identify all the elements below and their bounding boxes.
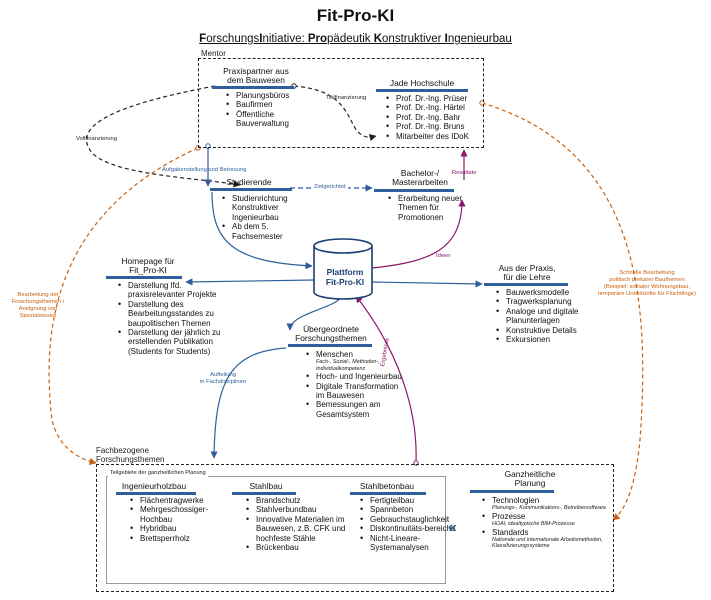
list-item: Studienrichtung Konstruktiver Ingenieurb… [222,194,312,222]
list-item: Konstruktive Details [496,326,598,336]
bachelor-heading: Bachelor-/Masterarbeiten [392,168,448,188]
ingenieurholzbau-heading: Ingenieurholzbau [121,481,187,491]
page-subtitle: ForschungsInitiative: Propädeutik Konstr… [199,33,512,45]
list-item: Prof. Dr.-Ing. Härtel [386,103,492,113]
list-item: Darstellung der jährlich zu erstellenden… [118,328,222,356]
praxis-lehre-list: Bauwerksmodelle Tragwerksplanung Analoge… [494,288,598,345]
jade-list: Prof. Dr.-Ing. Prüser Prof. Dr.-Ing. Här… [384,94,492,141]
list-item: Brandschutz [246,496,350,506]
chevron-left-icon: « [448,519,457,536]
list-item: Diskontinuitäts-bereiche [360,524,456,534]
stahlbau-bar [232,492,296,495]
praxis-lehre-bar [484,283,568,286]
uebergeordnet-bar [288,344,372,347]
list-item: Ab dem 5. Fachsemester [222,222,312,241]
zielgerichtet-label: Zielgerichtet [312,184,348,191]
bachelor-list: Erarbeitung neuer Themen für Promotionen [386,194,470,222]
list-item: Tragwerksplanung [496,297,598,307]
bachelor-bar [374,189,454,192]
studierende-platform-arrow [211,191,313,270]
jade-heading: Jade Hochschule [389,78,455,88]
list-item: Darstellung lfd. praxisrelevanter Projek… [118,281,222,300]
list-item: Mehrgeschossiger-Hochbau [130,505,224,524]
list-item: Stahlverbundbau [246,505,350,515]
platform-cylinder [313,238,373,300]
vollfinanzierung-label: Vollfinanzierung [76,136,117,142]
list-item: Digitale Transformation im Bauwesen [306,382,406,401]
list-item: Innovative Materialien im Bauwesen, z.B.… [246,515,350,543]
ingenieurholzbau-list: Flächentragwerke Mehrgeschossiger-Hochba… [128,496,224,543]
ganzheitlich-bar [470,490,554,493]
bearbeitung-links-arrow [48,147,199,465]
list-item: Mitarbeiter des IDoK [386,132,492,142]
homepage-list: Darstellung lfd. praxisrelevanter Projek… [116,281,222,356]
praxis-lehre-heading: Aus der Praxis,für die Lehre [498,263,556,283]
list-item: Hoch- und Ingenieurbau [306,372,406,382]
list-item: Bemessungen am Gesamtsystem [306,400,406,419]
list-item: Darstellung des Bearbeitungsstandes zu b… [118,300,222,328]
list-item: Prof. Dr.-Ing. Bahr [386,113,492,123]
page-title: Fit-Pro-KI [316,6,395,25]
praxispartner-list: Planungsbüros Baufirmen Öffentliche Bauv… [224,91,312,129]
list-item: Flächentragwerke [130,496,224,506]
studierende-bar [210,188,292,191]
bearbeitung-rechts-arrow [481,102,644,521]
list-item: Öffentliche Bauverwaltung [226,110,312,129]
list-item: Spannbeton [360,505,456,515]
list-item: Prof. Dr.-Ing. Bruns [386,122,492,132]
stahlbau-list: Brandschutz Stahlverbundbau Innovative M… [244,496,350,553]
list-item: Fertigteilbau [360,496,456,506]
list-item: Hybridbau [130,524,224,534]
teilfinanzierung-label: Teilfinanzierung [326,95,367,101]
list-item: Baufirmen [226,100,312,110]
teilfinanzierung-arrow [293,85,377,142]
stahlbetonbau-list: Fertigteilbau Spannbeton Gebrauchstaugli… [358,496,456,552]
praxispartner-bar [212,86,294,89]
list-item: Brettsperrholz [130,534,224,544]
teilgebiete-label: Teilgebiete der ganzheitlichen Planung [108,470,208,477]
list-item: Bauwerksmodelle [496,288,598,298]
list-item: Erarbeitung neuer Themen für Promotionen [388,194,470,222]
jade-bar [376,89,468,92]
vollfinanzierung-arrow [86,85,241,188]
list-item: Brückenbau [246,543,350,553]
studierende-heading: Studierende [226,177,272,187]
list-item: Exkursionen [496,335,598,345]
list-item: Gebrauchstauglichkeit [360,515,456,525]
ingenieurholzbau-bar [116,492,196,495]
list-item: Planungsbüros [226,91,312,101]
aufgabenstellung-label: Aufgabenstellung und Betreuung [162,167,247,173]
platform-praxis-arrow [369,280,483,288]
resultate-label: Resultate [452,170,477,176]
aufteilung-arrow [210,347,287,459]
list-item: Prof. Dr.-Ing. Prüser [386,94,492,104]
stahlbetonbau-bar [350,492,426,495]
stahlbetonbau-heading: Stahlbetonbau [359,481,415,491]
studierende-list: Studienrichtung Konstruktiver Ingenieurb… [220,194,312,241]
list-item: Analoge und digitale Planunterlagen [496,307,598,326]
stahlbau-heading: Stahlbau [249,481,283,491]
mentor-label: Mentor [201,49,226,58]
ideen-label: Ideen [436,253,451,259]
list-item: Nicht-Lineare-Systemanalysen [360,534,456,553]
homepage-bar [106,276,182,279]
